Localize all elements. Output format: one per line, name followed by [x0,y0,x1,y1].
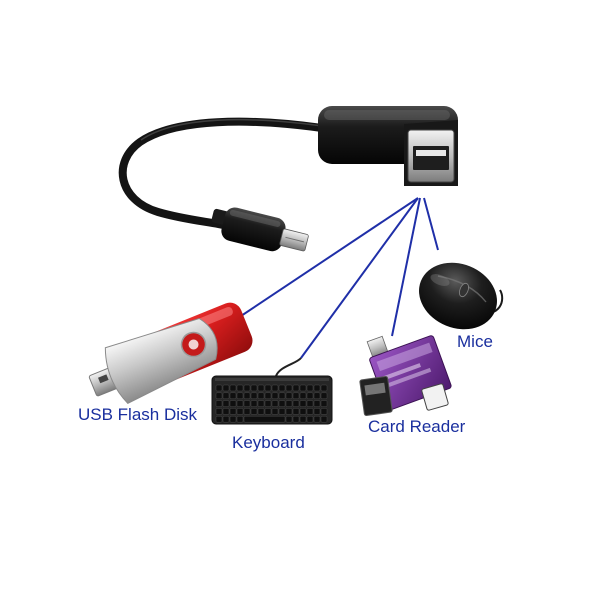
connector-line-flash [237,197,419,319]
key [278,392,286,399]
key [250,400,258,407]
key [222,408,230,415]
key [250,384,258,392]
key [264,392,272,399]
key [215,384,223,392]
connector-line-keyboard [300,197,419,359]
key [299,392,307,399]
mouse-image [419,262,504,330]
key [215,392,223,399]
key [271,392,279,399]
key [292,392,300,399]
key [236,400,244,407]
key [320,400,328,407]
key [299,416,307,423]
key [306,408,314,415]
key [250,408,258,415]
sd-card [359,375,393,417]
key [236,392,244,399]
key [271,408,279,415]
label-usb-flash-disk: USB Flash Disk [78,405,198,424]
key [215,400,223,407]
key [306,392,314,399]
key [299,400,307,407]
key [229,400,237,407]
key [278,384,286,392]
key [215,408,223,415]
key [278,408,286,415]
key [243,392,251,399]
micro-usb-plug [211,207,309,252]
key [292,408,300,415]
key [271,384,279,392]
key [264,408,272,415]
key [285,416,293,423]
cable-wire [118,117,326,230]
key [264,400,272,407]
key [236,416,244,423]
keyboard-image [211,357,333,425]
card-reader-image [359,335,452,417]
key [236,384,244,392]
key [320,416,328,423]
key [243,384,251,392]
key [222,400,230,407]
key [313,416,321,423]
key [257,384,265,392]
space-key [243,416,286,423]
key [306,384,314,392]
key [257,408,265,415]
key [292,416,300,423]
key [285,400,293,407]
label-card-reader: Card Reader [368,417,466,436]
key [278,400,286,407]
key [229,392,237,399]
key [222,392,230,399]
key [257,400,265,407]
key [306,416,314,423]
micro-sd-card [421,383,449,411]
key [236,408,244,415]
connector-lines [237,197,439,359]
label-mice: Mice [457,332,493,351]
key [285,408,293,415]
key [222,416,230,423]
key [222,384,230,392]
key [299,384,307,392]
key [271,400,279,407]
key [264,384,272,392]
key [313,392,321,399]
key [313,384,321,392]
key [306,400,314,407]
key [215,416,223,423]
key [299,408,307,415]
key [243,408,251,415]
usb-a-female-socket [318,106,458,186]
key [257,392,265,399]
usb-flash-disk-image [88,302,253,405]
key [320,384,328,392]
key [313,400,321,407]
key [292,384,300,392]
key [243,400,251,407]
key [313,408,321,415]
key [250,392,258,399]
connector-line-card-reader [391,197,421,337]
key [320,408,328,415]
key [292,400,300,407]
key [229,384,237,392]
connector-line-mice [423,197,439,251]
key [229,408,237,415]
key [320,392,328,399]
key [229,416,237,423]
key [285,384,293,392]
otg-cable [118,106,458,252]
keyboard-keys [215,384,328,423]
key [285,392,293,399]
label-keyboard: Keyboard [232,433,305,452]
